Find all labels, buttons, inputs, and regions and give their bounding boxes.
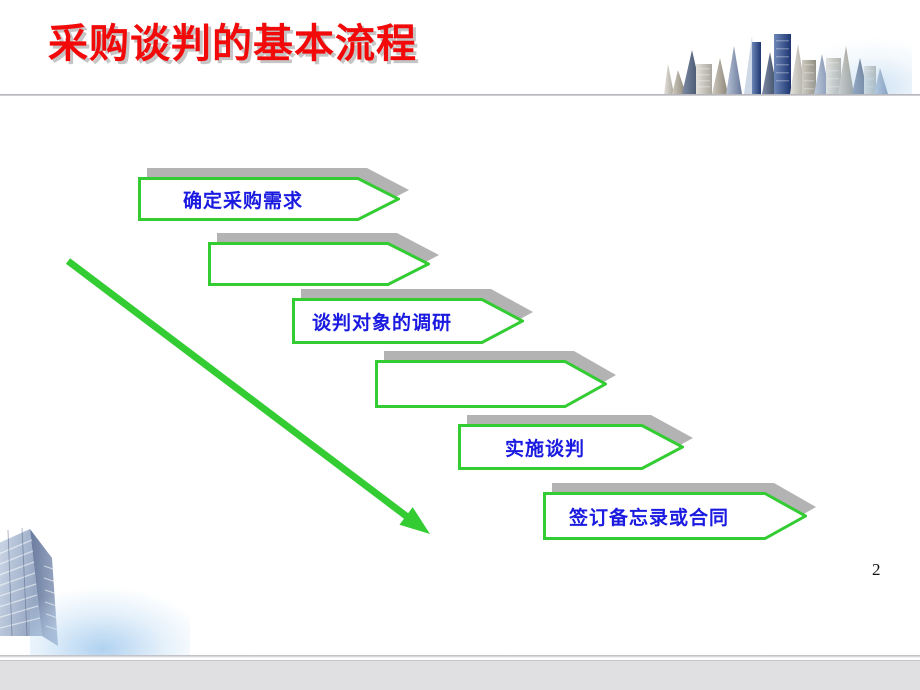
flow-step-label: 谈判对象的调研 bbox=[311, 311, 452, 334]
flow-step-5[interactable]: 实施谈判 bbox=[458, 424, 684, 470]
flow-step-label bbox=[208, 242, 378, 286]
flow-step-3[interactable]: 谈判对象的调研 bbox=[292, 298, 524, 344]
flow-step-fill bbox=[292, 298, 524, 344]
flow-step-outline bbox=[138, 177, 400, 221]
flow-step-6[interactable]: 签订备忘录或合同 bbox=[543, 492, 807, 540]
flow-step-fill bbox=[458, 424, 684, 470]
flow-step-4[interactable] bbox=[375, 360, 607, 408]
flow-step-fill bbox=[208, 242, 430, 286]
cloud-haze bbox=[30, 586, 190, 658]
flow-step-label: 实施谈判 bbox=[504, 437, 585, 460]
footer-band bbox=[0, 660, 920, 690]
flow-step-outline bbox=[208, 242, 430, 286]
flow-step-outline bbox=[292, 298, 524, 344]
skyscraper-photo bbox=[0, 496, 190, 658]
flow-step-label: 确定采购需求 bbox=[182, 189, 303, 212]
sky-haze bbox=[792, 38, 912, 96]
flow-step-label: 签订备忘录或合同 bbox=[568, 506, 729, 529]
header-divider bbox=[0, 94, 920, 96]
flow-step-label bbox=[375, 360, 555, 408]
flow-step-fill bbox=[375, 360, 607, 408]
slide-header: 采购谈判的基本流程 bbox=[0, 0, 920, 96]
flow-step-fill bbox=[543, 492, 807, 540]
city-skyline-image bbox=[652, 24, 912, 96]
page-number: 2 bbox=[872, 560, 881, 579]
flow-step-2[interactable] bbox=[208, 242, 430, 286]
flow-step-outline bbox=[543, 492, 807, 540]
flow-step-1[interactable]: 确定采购需求 bbox=[138, 177, 400, 221]
flow-step-outline bbox=[458, 424, 684, 470]
flow-step-fill bbox=[138, 177, 400, 221]
page-title: 采购谈判的基本流程 bbox=[48, 20, 417, 67]
footer-divider bbox=[0, 655, 920, 658]
flow-step-outline bbox=[375, 360, 607, 408]
